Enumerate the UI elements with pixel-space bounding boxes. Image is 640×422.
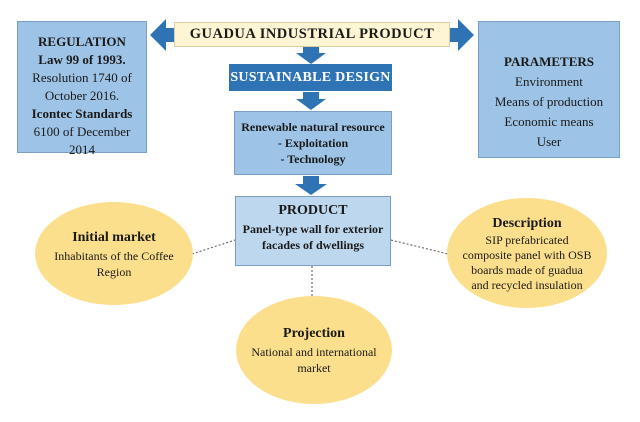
right-arrow-icon bbox=[448, 19, 474, 51]
regulation-heading: REGULATION bbox=[38, 34, 126, 49]
parameter-user: User bbox=[536, 134, 562, 149]
down-arrow-icon-1 bbox=[296, 47, 326, 64]
projection-heading: Projection bbox=[283, 326, 345, 341]
parameters-box: PARAMETERS Environment Means of producti… bbox=[478, 21, 620, 158]
title-box: GUADUA INDUSTRIAL PRODUCT bbox=[174, 22, 450, 47]
renewable-line-3: - Technology bbox=[280, 152, 346, 166]
description-line-4: and recycled insulation bbox=[471, 277, 583, 292]
product-line-2: facades of dwellings bbox=[262, 238, 364, 252]
product-line-1: Panel-type wall for exterior bbox=[242, 222, 384, 236]
regulation-law: Law 99 of 1993. bbox=[38, 52, 126, 67]
description-ellipse: Description SIP prefabricated composite … bbox=[447, 198, 607, 308]
parameters-heading: PARAMETERS bbox=[503, 54, 595, 69]
initial-market-ellipse: Initial market Inhabitants of the Coffee… bbox=[35, 202, 193, 305]
sustainable-design-text: SUSTAINABLE DESIGN bbox=[230, 69, 391, 85]
renewable-line-2: - Exploitation bbox=[277, 136, 349, 150]
regulation-icontec-1: 6100 of December bbox=[33, 124, 131, 139]
description-heading: Description bbox=[492, 215, 562, 231]
regulation-icontec: Icontec Standards bbox=[31, 106, 133, 121]
description-line-1: SIP prefabricated bbox=[485, 232, 569, 247]
connector-description bbox=[390, 239, 449, 255]
sustainable-design-box: SUSTAINABLE DESIGN bbox=[229, 64, 392, 91]
projection-ellipse: Projection National and international ma… bbox=[236, 296, 392, 404]
projection-line-1: National and international bbox=[251, 345, 377, 359]
projection-line-2: market bbox=[297, 361, 331, 375]
parameter-economic-means: Economic means bbox=[504, 114, 594, 129]
regulation-box: REGULATION Law 99 of 1993. Resolution 17… bbox=[17, 21, 147, 157]
initial-market-line-1: Inhabitants of the Coffee bbox=[54, 248, 174, 263]
connector-initial-market bbox=[191, 239, 236, 255]
product-box: PRODUCT Panel-type wall for exterior fac… bbox=[235, 196, 391, 266]
regulation-icontec-2: 2014 bbox=[69, 142, 95, 157]
parameter-environment: Environment bbox=[515, 74, 583, 89]
regulation-resolution-2: October 2016. bbox=[44, 88, 120, 103]
down-arrow-icon-3 bbox=[295, 176, 327, 195]
description-line-2: composite panel with OSB bbox=[462, 247, 592, 262]
initial-market-heading: Initial market bbox=[72, 229, 156, 245]
initial-market-line-2: Region bbox=[96, 264, 132, 279]
renewable-resource-box: Renewable natural resource - Exploitatio… bbox=[234, 111, 392, 175]
down-arrow-icon-2 bbox=[296, 92, 326, 110]
product-heading: PRODUCT bbox=[278, 203, 348, 218]
parameter-means-of-production: Means of production bbox=[494, 94, 604, 109]
regulation-resolution-1: Resolution 1740 of bbox=[32, 70, 132, 85]
description-line-3: boards made of guadua bbox=[471, 262, 583, 277]
renewable-line-1: Renewable natural resource bbox=[241, 120, 385, 134]
left-arrow-icon bbox=[150, 19, 174, 51]
title-text: GUADUA INDUSTRIAL PRODUCT bbox=[189, 26, 435, 42]
